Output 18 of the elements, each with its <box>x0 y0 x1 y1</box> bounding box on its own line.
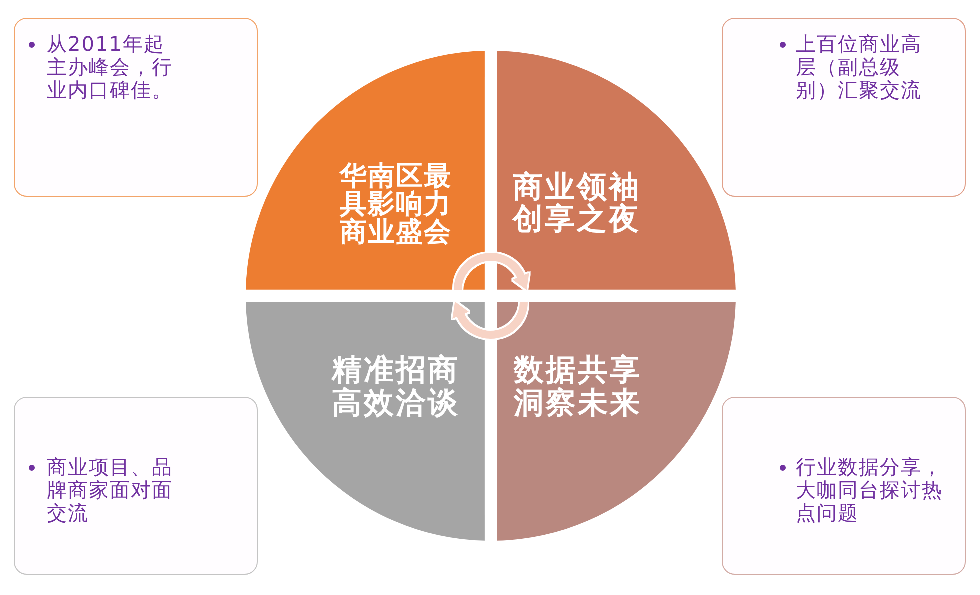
callout-card <box>722 397 966 575</box>
segment-title: 商业领袖创享之夜 <box>513 172 642 236</box>
curved-arrow <box>454 253 530 290</box>
callout-card <box>14 397 258 575</box>
segment-title: 精准招商高效洽谈 <box>332 354 461 420</box>
callout-card <box>722 18 966 197</box>
callout-text: 行业数据分享，大咖同台探讨热点问题 <box>796 456 944 525</box>
quadrant-segment <box>246 51 485 290</box>
quadrant-segment <box>246 302 485 541</box>
segment-title: 数据共享洞察未来 <box>514 354 643 420</box>
callout-card <box>14 18 258 197</box>
quadrant-segment <box>497 302 736 541</box>
curved-arrow <box>452 302 528 339</box>
segment-title: 华南区最具影响力商业盛会 <box>340 162 453 247</box>
callout-text: 商业项目、品牌商家面对面交流 <box>47 456 174 525</box>
quadrant-segment <box>497 51 736 290</box>
callout-text: 上百位商业高层（副总级别）汇聚交流 <box>796 33 923 102</box>
callout-text: 从2011年起主办峰会，行业内口碑佳。 <box>47 33 174 102</box>
